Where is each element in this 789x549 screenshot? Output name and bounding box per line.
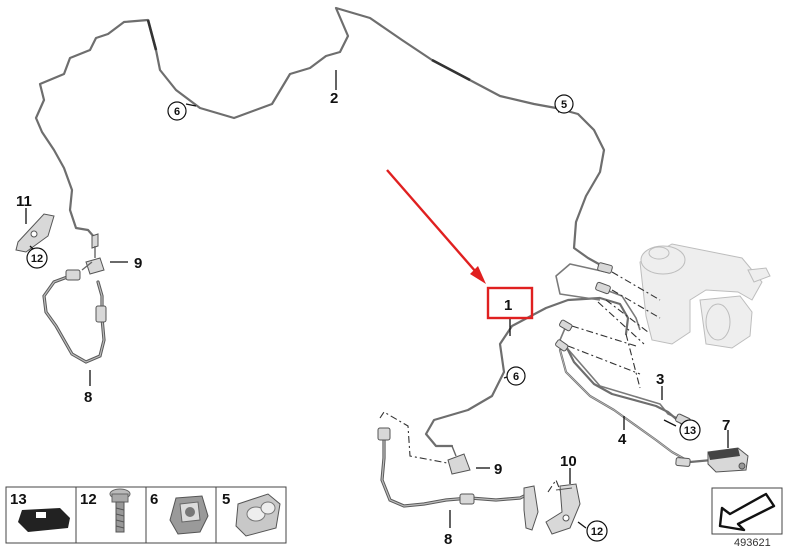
svg-text:13: 13: [684, 425, 696, 437]
brake-line-booster-1[interactable]: [555, 263, 607, 301]
brake-line-booster-2[interactable]: [605, 289, 641, 331]
svg-text:6: 6: [174, 106, 180, 118]
callout-9-left[interactable]: 9: [134, 255, 142, 272]
callout-6-top[interactable]: 6: [167, 101, 187, 121]
parts-legend: 13 12 6 5: [5, 486, 287, 544]
brake-line-3[interactable]: [564, 344, 684, 426]
part-10-bracket[interactable]: [545, 483, 581, 535]
brake-line-front[interactable]: [424, 296, 630, 448]
callout-8-left[interactable]: 8: [84, 389, 92, 406]
view-direction-arrow-icon: [711, 487, 783, 535]
callout-5[interactable]: 5: [554, 94, 574, 114]
callout-4[interactable]: 4: [618, 431, 627, 448]
line-fittings: [555, 262, 691, 467]
assembly-lines: [379, 271, 661, 501]
brake-line-long-highlight: [146, 19, 471, 82]
callout-10[interactable]: 10: [560, 453, 577, 470]
svg-text:12: 12: [31, 253, 43, 265]
leader-lines: [25, 70, 729, 529]
callout-9-bottom[interactable]: 9: [494, 461, 502, 478]
red-pointer-arrow-icon: [386, 169, 486, 284]
svg-text:6: 6: [513, 371, 519, 383]
svg-text:5: 5: [561, 99, 567, 111]
svg-text:5: 5: [222, 491, 230, 508]
callout-12-bottom[interactable]: 12: [586, 520, 608, 542]
legend-item-6[interactable]: 6: [150, 491, 209, 535]
callout-7[interactable]: 7: [722, 417, 730, 434]
callout-11[interactable]: 11: [16, 193, 32, 210]
bottom-hose-assembly[interactable]: [377, 427, 539, 531]
callout-3[interactable]: 3: [656, 371, 664, 388]
legend-item-5[interactable]: 5: [222, 491, 281, 537]
callout-2[interactable]: 2: [330, 90, 338, 107]
callout-12-left[interactable]: 12: [26, 247, 48, 269]
callout-8-bottom[interactable]: 8: [444, 531, 452, 548]
part-7-connector[interactable]: [707, 447, 749, 473]
callout-1[interactable]: 1: [504, 297, 512, 314]
legend-item-12[interactable]: 12: [80, 488, 131, 533]
svg-text:12: 12: [80, 491, 97, 508]
svg-text:13: 13: [10, 491, 27, 508]
highlight-box: [486, 286, 534, 320]
callout-13[interactable]: 13: [679, 419, 701, 441]
left-hose-assembly[interactable]: [42, 233, 107, 364]
brake-line-4-inner: [559, 349, 691, 463]
document-number: 493621: [734, 537, 771, 549]
legend-item-13[interactable]: 13: [10, 491, 70, 532]
svg-text:6: 6: [150, 491, 158, 508]
callout-6-mid[interactable]: 6: [506, 366, 526, 386]
svg-text:12: 12: [591, 526, 603, 538]
brake-line-long[interactable]: [34, 6, 608, 270]
brake-booster-assembly: [639, 243, 771, 349]
part-11-bracket[interactable]: [15, 213, 55, 253]
